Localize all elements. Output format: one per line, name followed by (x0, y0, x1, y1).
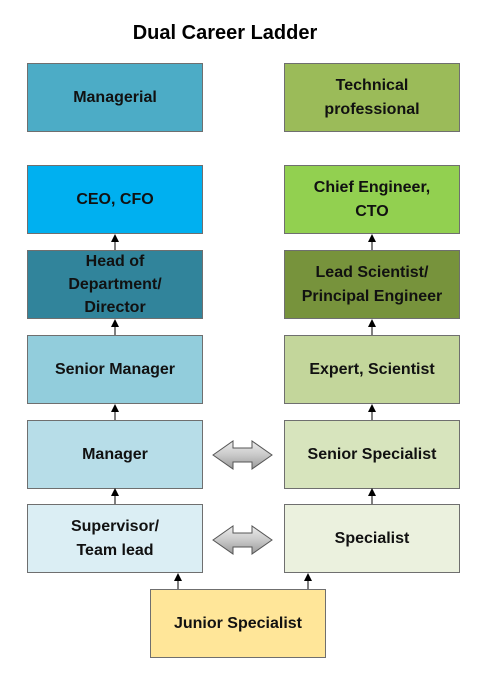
technical-header-box: Technical professional (284, 63, 460, 132)
double-arrow-supervisor-specialist-icon (212, 525, 273, 555)
senior-manager-box: Senior Manager (27, 335, 203, 404)
managerial-header-box: Managerial (27, 63, 203, 132)
lead-scientist-box: Lead Scientist/ Principal Engineer (284, 250, 460, 319)
diagram-title: Dual Career Ladder (132, 22, 318, 44)
expert-scientist-box: Expert, Scientist (284, 335, 460, 404)
double-arrow-manager-senior-specialist-icon (212, 440, 273, 470)
head-of-department-box: Head of Department/ Director (27, 250, 203, 319)
supervisor-box: Supervisor/ Team lead (27, 504, 203, 573)
specialist-box: Specialist (284, 504, 460, 573)
ceo-cfo-box: CEO, CFO (27, 165, 203, 234)
chief-engineer-box: Chief Engineer, CTO (284, 165, 460, 234)
junior-specialist-box: Junior Specialist (150, 589, 326, 658)
